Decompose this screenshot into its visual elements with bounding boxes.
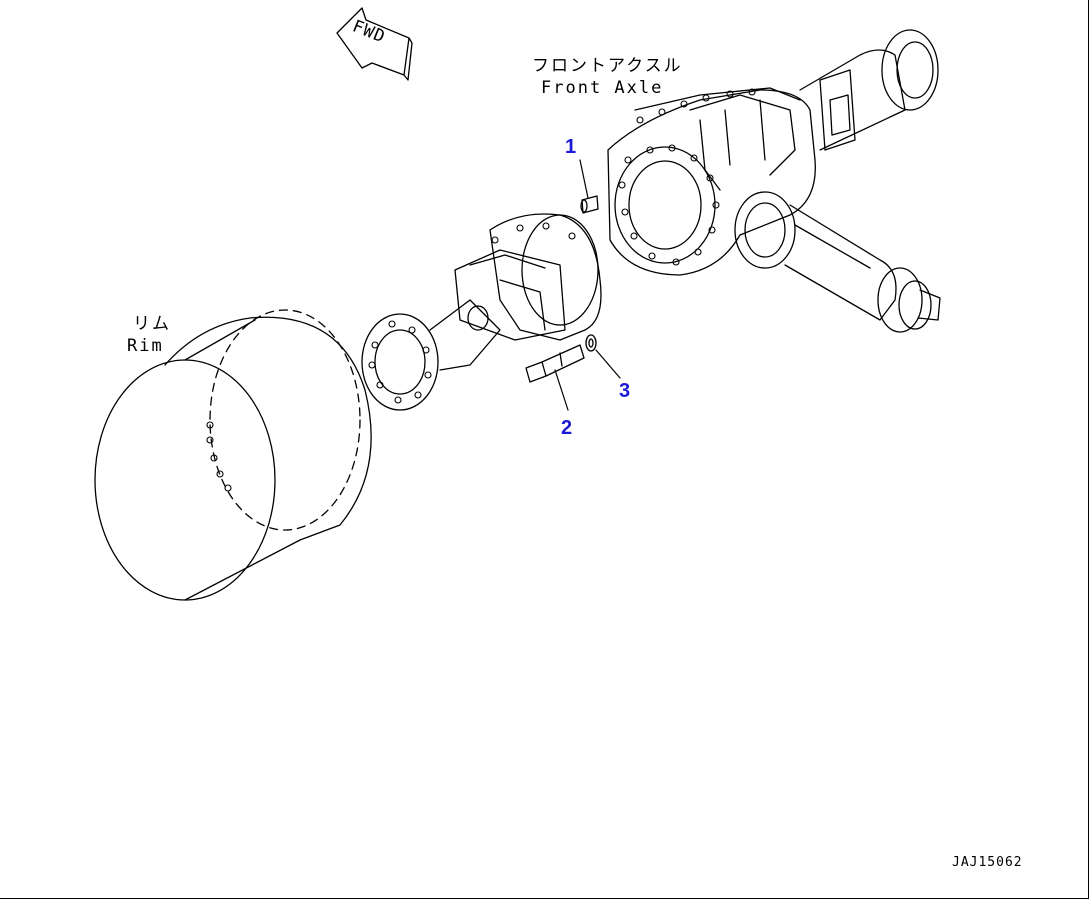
washer-part <box>585 334 597 352</box>
fwd-arrow-icon <box>336 7 413 81</box>
bolt-part <box>525 344 585 383</box>
front-axle-en-label: Front Axle <box>541 78 664 98</box>
final-drive-hub <box>361 213 602 411</box>
callout-1[interactable]: 1 <box>565 136 577 158</box>
rim-en-label: Rim <box>127 336 164 356</box>
front-axle-housing <box>607 29 941 333</box>
leader-lines <box>554 159 621 411</box>
callout-3[interactable]: 3 <box>619 380 631 402</box>
front-axle-jp-label: フロントアクスル <box>532 56 683 76</box>
drawing-code: JAJ15062 <box>952 855 1023 870</box>
pin-part <box>580 195 599 214</box>
rim-part <box>94 309 372 601</box>
callout-2[interactable]: 2 <box>561 417 573 439</box>
rim-jp-label: リム <box>133 314 171 334</box>
